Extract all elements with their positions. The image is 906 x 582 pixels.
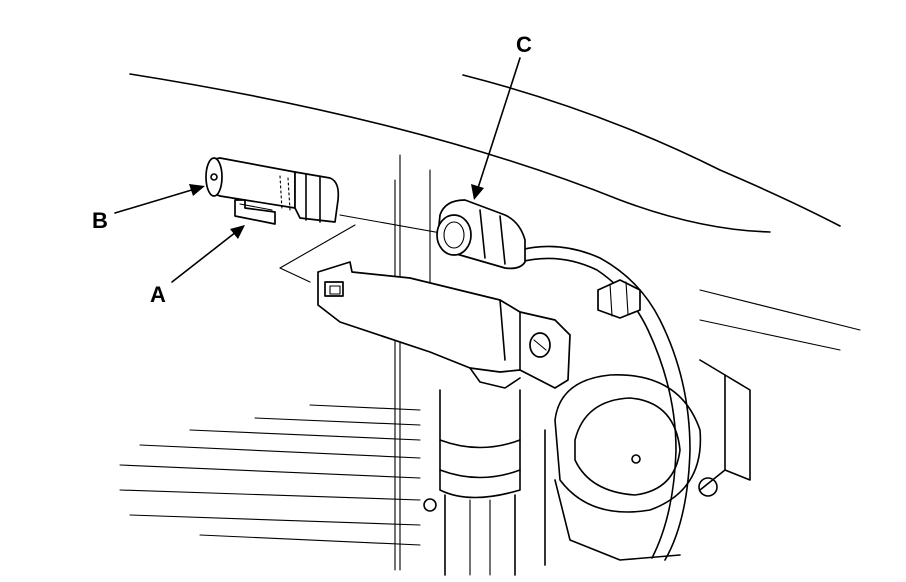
motor-housing — [544, 359, 751, 566]
body-panel-outline — [129, 73, 861, 571]
panel-hatch-lines — [119, 404, 421, 546]
wire-harness — [519, 245, 691, 561]
callout-label-c: C — [516, 32, 532, 57]
sensor-b — [205, 157, 340, 223]
leader-arrow-a — [171, 225, 245, 283]
connector-c — [436, 199, 526, 270]
connector-a — [234, 199, 276, 225]
callout-label-b: B — [92, 208, 108, 233]
leader-arrow-c — [471, 57, 521, 200]
callout-label-a: A — [150, 282, 166, 307]
motor-shaft — [423, 389, 521, 576]
mounting-bracket — [317, 261, 571, 389]
leader-arrow-b — [114, 184, 205, 214]
